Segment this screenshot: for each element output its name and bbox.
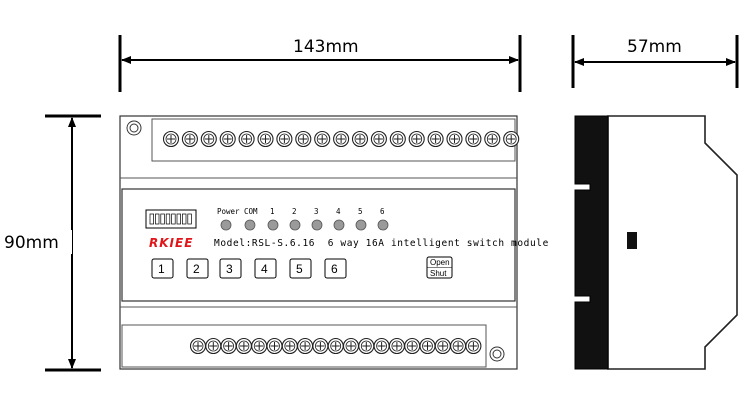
din-rail-clip [574, 115, 609, 370]
bottom-terminal-screw-15 [404, 337, 421, 355]
bottom-terminal-screw-16 [419, 337, 436, 355]
bottom-terminal-screw-19 [465, 337, 482, 355]
top-terminal-screw-13 [389, 130, 406, 148]
bottom-terminal-screw-18 [450, 337, 467, 355]
dip-lever-7[interactable] [182, 213, 187, 225]
depth-label: 57mm [627, 37, 682, 57]
top-terminal-screw-18 [484, 130, 501, 148]
channel-button-4-label: 4 [261, 262, 268, 276]
channel-button-6-label: 6 [331, 262, 338, 276]
top-terminal-screw-17 [465, 130, 482, 148]
dip-lever-8[interactable] [187, 213, 192, 225]
dip-lever-4[interactable] [165, 213, 171, 225]
bottom-terminal-screw-9 [312, 337, 329, 355]
top-terminal-screw-8 [295, 130, 312, 148]
dip-lever-6[interactable] [176, 213, 181, 225]
top-terminal-screw-2 [181, 130, 198, 148]
bottom-terminal-screw-13 [373, 337, 390, 355]
dip-lever-3[interactable] [160, 213, 165, 225]
top-terminal-screw-11 [351, 130, 369, 148]
bottom-terminal-screw-12 [358, 337, 375, 355]
front-view: Power COM 1 2 3 4 5 6 RKIEE Model:RSL-S.… [119, 115, 549, 370]
bottom-terminal-screw-7 [281, 337, 298, 355]
model-label: Model:RSL-S.6.16 6 way 16A intelligent s… [214, 238, 549, 249]
led-2 [289, 219, 301, 231]
dip-switch[interactable] [145, 209, 197, 229]
indicator-label-5: 5 [358, 207, 363, 216]
indicator-label-com: COM [244, 207, 258, 216]
led-5 [355, 219, 367, 231]
dip-lever-2[interactable] [155, 213, 160, 225]
side-body-outline [607, 115, 738, 370]
top-terminal-screw-12 [370, 130, 387, 148]
top-terminal-screw-1 [162, 130, 180, 148]
bottom-terminal-screw-4 [235, 337, 252, 355]
top-terminal-screw-3 [200, 130, 217, 148]
height-label: 90mm [4, 233, 59, 253]
channel-button-5-label: 5 [296, 262, 303, 276]
bottom-terminal-screw-6 [266, 337, 283, 355]
led-1 [267, 219, 279, 231]
indicator-label-3: 3 [314, 207, 319, 216]
toggle-shut-label: Shut [430, 269, 447, 278]
led-com [244, 219, 256, 231]
led-6 [377, 219, 389, 231]
channel-button-5[interactable]: 5 [289, 258, 312, 279]
channel-button-2[interactable]: 2 [186, 258, 209, 279]
depth-dimension: 57mm [571, 35, 739, 88]
indicator-label-2: 2 [292, 207, 297, 216]
open-shut-toggle[interactable]: Open Shut [426, 256, 453, 279]
bottom-terminal-screw-11 [342, 337, 360, 355]
indicator-label-6: 6 [380, 207, 385, 216]
brand-logo: RKIEE [149, 236, 193, 250]
top-terminal-screw-19 [503, 130, 520, 148]
top-terminal-screw-7 [276, 130, 293, 148]
top-terminal-screw-6 [257, 130, 274, 148]
control-panel [121, 188, 516, 302]
top-terminal-screw-16 [446, 130, 463, 148]
bottom-terminal-screw-14 [388, 337, 405, 355]
bottom-terminal-screw-17 [434, 337, 451, 355]
channel-button-2-label: 2 [193, 262, 200, 276]
indicator-label-power: Power [217, 207, 240, 216]
channel-button-4[interactable]: 4 [254, 258, 277, 279]
side-view [574, 115, 738, 370]
width-label: 143mm [293, 37, 359, 57]
channel-button-1[interactable]: 1 [151, 258, 174, 279]
bottom-terminal-row [189, 337, 482, 355]
top-terminal-screw-15 [427, 130, 444, 148]
top-terminal-screw-10 [333, 130, 350, 148]
led-power [220, 219, 232, 231]
led-3 [311, 219, 323, 231]
dip-lever-1[interactable] [149, 213, 154, 225]
top-terminal-screw-5 [238, 130, 255, 148]
top-terminal-row [162, 130, 520, 148]
led-4 [333, 219, 345, 231]
bottom-terminal-screw-5 [251, 337, 268, 355]
top-terminal-screw-4 [219, 130, 236, 148]
bottom-terminal-screw-3 [220, 337, 237, 355]
bottom-terminal-screw-10 [327, 337, 344, 355]
bottom-terminal-screw-1 [189, 337, 207, 355]
width-dimension: 143mm [118, 35, 522, 92]
channel-button-6[interactable]: 6 [324, 258, 347, 279]
bottom-terminal-screw-8 [297, 337, 314, 355]
top-terminal-screw-14 [408, 130, 425, 148]
indicator-label-4: 4 [336, 207, 341, 216]
side-latch [627, 232, 637, 249]
channel-button-3-label: 3 [226, 262, 233, 276]
indicator-row: Power COM 1 2 3 4 5 6 [217, 207, 389, 231]
top-terminal-screw-9 [314, 130, 331, 148]
dip-lever-5[interactable] [171, 213, 176, 225]
height-dimension: 90mm [2, 114, 101, 372]
channel-button-3[interactable]: 3 [219, 258, 242, 279]
bottom-terminal-screw-2 [205, 337, 222, 355]
indicator-label-1: 1 [270, 207, 275, 216]
toggle-open-label: Open [430, 258, 450, 267]
channel-button-1-label: 1 [158, 262, 165, 276]
